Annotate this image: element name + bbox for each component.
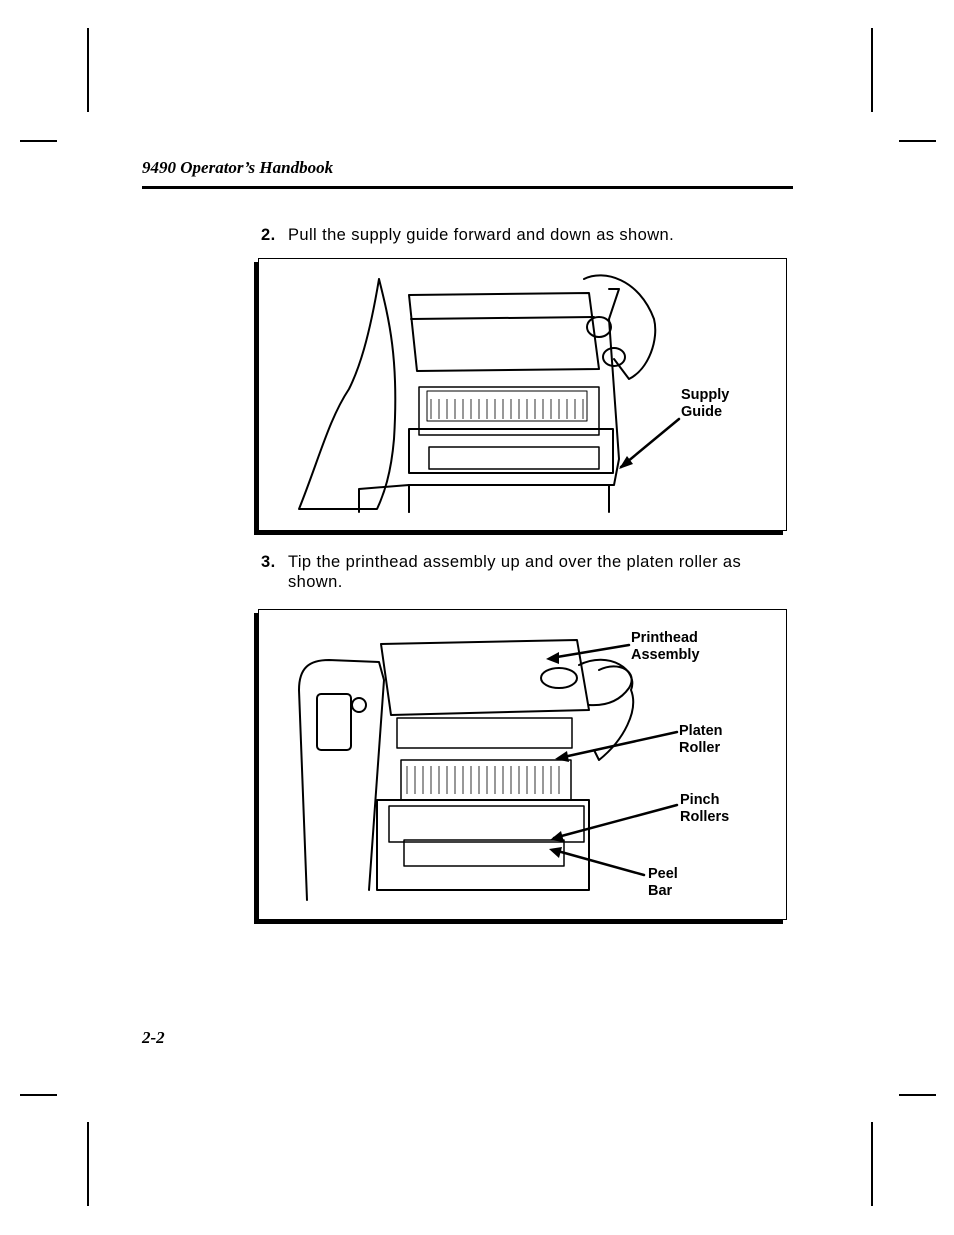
- callout-pinch-rollers: Pinch Rollers: [680, 792, 729, 826]
- printer-illustration: [298, 274, 681, 513]
- crop-mark: [20, 1094, 57, 1096]
- crop-mark: [871, 28, 873, 112]
- crop-mark: [899, 1094, 936, 1096]
- callout-peel-bar: Peel Bar: [648, 866, 678, 900]
- callout-line: Roller: [679, 740, 721, 756]
- callout-supply-guide: Supply Guide: [681, 387, 729, 421]
- crop-mark: [899, 140, 936, 142]
- step-text: Tip the printhead assembly up and over t…: [288, 553, 742, 591]
- callout-line: Peel: [648, 866, 678, 882]
- callout-line: Printhead: [631, 630, 698, 646]
- crop-mark: [87, 1122, 89, 1206]
- callout-line: Pinch: [680, 792, 720, 808]
- step-2: 2. Pull the supply guide forward and dow…: [261, 225, 781, 247]
- printer-illustration: [298, 639, 679, 901]
- step-3: 3. Tip the printhead assembly up and ove…: [261, 552, 781, 594]
- crop-mark: [20, 140, 57, 142]
- step-number: 2.: [261, 226, 276, 244]
- crop-mark: [87, 28, 89, 112]
- callout-line: Assembly: [631, 647, 700, 663]
- callout-platen-roller: Platen Roller: [679, 723, 723, 757]
- figure-supply-guide: Supply Guide: [258, 258, 787, 531]
- step-text: Pull the supply guide forward and down a…: [288, 226, 675, 244]
- running-header: 9490 Operator’s Handbook: [142, 158, 334, 177]
- callout-printhead-assembly: Printhead Assembly: [631, 630, 700, 664]
- page-number: 2-2: [142, 1028, 165, 1047]
- header-rule: [142, 186, 793, 189]
- step-number: 3.: [261, 553, 276, 571]
- callout-line: Guide: [681, 404, 723, 420]
- callout-line: Platen: [679, 723, 723, 739]
- crop-mark: [871, 1122, 873, 1206]
- callout-line: Rollers: [680, 809, 730, 825]
- callout-line: Bar: [648, 883, 673, 899]
- callout-line: Supply: [681, 387, 730, 403]
- figure-printhead-assembly: Printhead Assembly Platen Roller Pinch R…: [258, 609, 787, 920]
